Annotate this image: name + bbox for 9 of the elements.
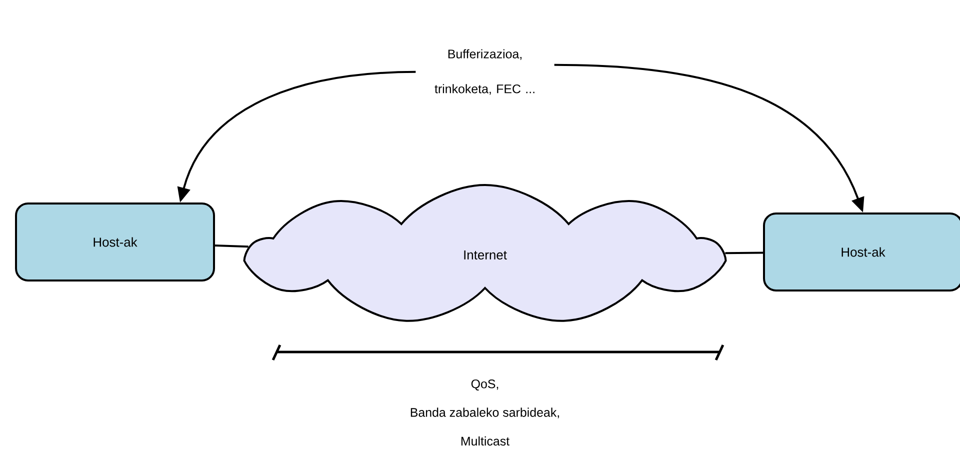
connector-line — [725, 252, 764, 254]
internet-cloud: Internet — [243, 184, 727, 322]
host-box: Host-ak — [15, 202, 215, 282]
host-box: Host-ak — [763, 212, 960, 292]
caption-text: Banda zabaleko sarbideak, — [410, 408, 559, 418]
caption-text: Multicast — [461, 436, 510, 446]
connector-line — [214, 244, 248, 248]
caption-text: QoS, — [471, 379, 498, 391]
annotation-text: Bufferizazioa, trinkoketa, FEC ... — [434, 49, 534, 95]
